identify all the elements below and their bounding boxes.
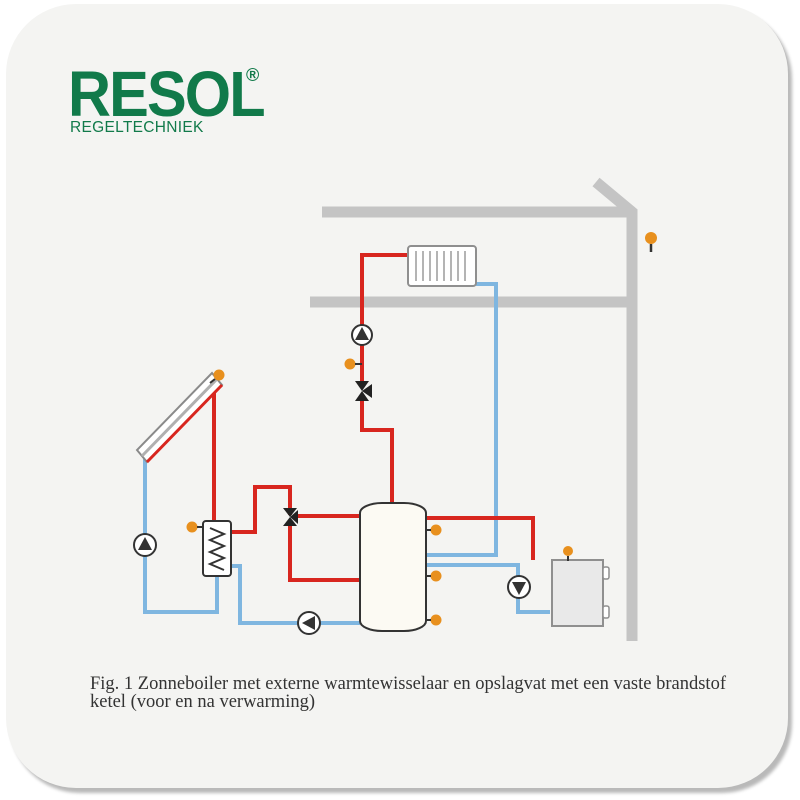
tank-loading-pump	[297, 611, 321, 635]
solid-fuel-boiler	[551, 559, 610, 627]
boiler-return-pipe	[425, 563, 550, 614]
card-background	[6, 4, 788, 788]
tank-middle-sensor-icon	[426, 570, 442, 582]
outdoor-sensor-icon	[645, 232, 657, 252]
tank-bottom-sensor-icon	[426, 614, 442, 626]
tank-to-heating-valve-pipe	[360, 399, 394, 505]
collector-absorber	[145, 383, 224, 464]
figure-caption: Fig. 1 Zonneboiler met externe warmtewis…	[90, 674, 726, 712]
boiler-sensor-icon	[563, 546, 573, 561]
collector-glass	[140, 377, 219, 458]
exchanger-sensor-icon	[186, 521, 203, 533]
radiator	[407, 245, 477, 287]
heating-flow-pipe	[360, 253, 408, 383]
logo-brand: RESOL	[68, 58, 266, 130]
radiator-body	[407, 245, 477, 287]
boiler-flow-pipe	[425, 516, 535, 560]
boiler-body	[551, 559, 604, 627]
heating-pump	[351, 324, 373, 346]
external-heat-exchanger	[202, 520, 232, 577]
radiator-fins	[415, 251, 466, 281]
heating-three-way-valve	[355, 381, 372, 401]
heating-return-pipe	[425, 282, 498, 557]
heating-sensor-icon	[344, 358, 362, 370]
resol-logo: RESOL ® REGELTECHNIEK	[68, 58, 278, 136]
chimney-wall	[592, 177, 638, 641]
valve-to-tank-middle-pipe	[288, 524, 360, 582]
hot-pipes	[212, 253, 535, 582]
exchanger-flow-pipe	[232, 485, 292, 534]
solar-three-way-valve	[283, 508, 298, 526]
logo-registered-mark: ®	[246, 65, 260, 85]
storage-tank	[359, 502, 427, 632]
boiler-upper-door	[602, 566, 610, 580]
boiler-lower-door	[602, 605, 610, 619]
exchanger-return-pipe	[232, 564, 360, 625]
exchanger-coil	[207, 527, 227, 571]
temperature-sensors	[186, 232, 657, 626]
logo-subtitle: REGELTECHNIEK	[70, 119, 204, 136]
boiler-pump	[507, 575, 531, 599]
tank-top-sensor-icon	[426, 524, 442, 536]
solar-collector	[135, 371, 224, 464]
collector-sensor-icon	[209, 369, 225, 384]
tank-body	[359, 502, 427, 632]
collector-pump	[133, 533, 157, 557]
